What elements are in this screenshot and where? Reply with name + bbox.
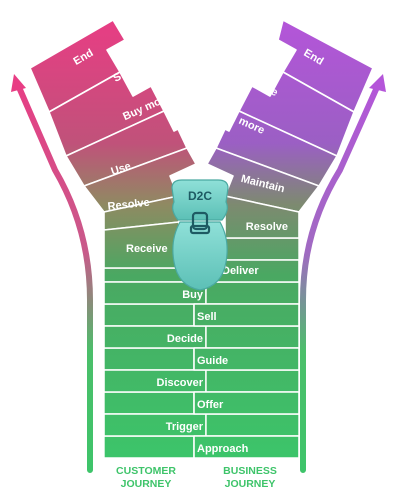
business-step-label-9: Offer bbox=[197, 399, 224, 411]
customer-journey-label-line1: CUSTOMER bbox=[116, 465, 176, 477]
business-step-9 bbox=[193, 391, 300, 415]
customer-step-label-6: Receive bbox=[126, 243, 168, 255]
customer-step-label-10: Trigger bbox=[166, 421, 204, 433]
d2c-badge: D2C bbox=[188, 189, 212, 203]
business-journey-label-line2: JOURNEY bbox=[225, 478, 276, 490]
business-journey-arrow bbox=[300, 82, 381, 473]
business-step-7 bbox=[193, 303, 300, 327]
customer-step-label-2: Share bbox=[111, 60, 144, 85]
business-step-label-8: Guide bbox=[197, 355, 228, 367]
customer-journey-arrow bbox=[15, 82, 93, 473]
customer-filler-5 bbox=[103, 435, 195, 459]
customer-step-label-5: Resolve bbox=[107, 197, 150, 213]
customer-journey-label-line2: JOURNEY bbox=[121, 478, 172, 490]
business-journey-label-line1: BUSINESS bbox=[223, 465, 277, 477]
business-filler-4 bbox=[205, 369, 300, 393]
business-step-label-5: Resolve bbox=[246, 221, 288, 233]
customer-step-label-4: Use bbox=[110, 160, 133, 178]
customer-step-label-8: Decide bbox=[167, 333, 203, 345]
business-step-label-7: Sell bbox=[197, 311, 217, 323]
business-step-label-6: Deliver bbox=[222, 265, 259, 277]
customer-filler-2 bbox=[103, 303, 195, 327]
customer-filler-4 bbox=[103, 391, 195, 415]
customer-step-label-7: Buy bbox=[182, 289, 204, 301]
business-filler-1 bbox=[224, 237, 300, 261]
zipper-slider: D2C bbox=[171, 179, 229, 291]
business-step-label-10: Approach bbox=[197, 443, 249, 455]
business-step-8 bbox=[193, 347, 300, 371]
customer-filler-3 bbox=[103, 347, 195, 371]
business-step-10 bbox=[193, 435, 300, 459]
business-filler-5 bbox=[205, 413, 300, 437]
business-filler-2 bbox=[205, 281, 300, 305]
business-arrowhead-icon bbox=[369, 74, 386, 92]
business-filler-3 bbox=[205, 325, 300, 349]
customer-step-label-9: Discover bbox=[157, 377, 204, 389]
customer-arrowhead-icon bbox=[11, 74, 26, 92]
zipper-pull-slot bbox=[191, 211, 209, 231]
business-step-5 bbox=[224, 195, 300, 239]
